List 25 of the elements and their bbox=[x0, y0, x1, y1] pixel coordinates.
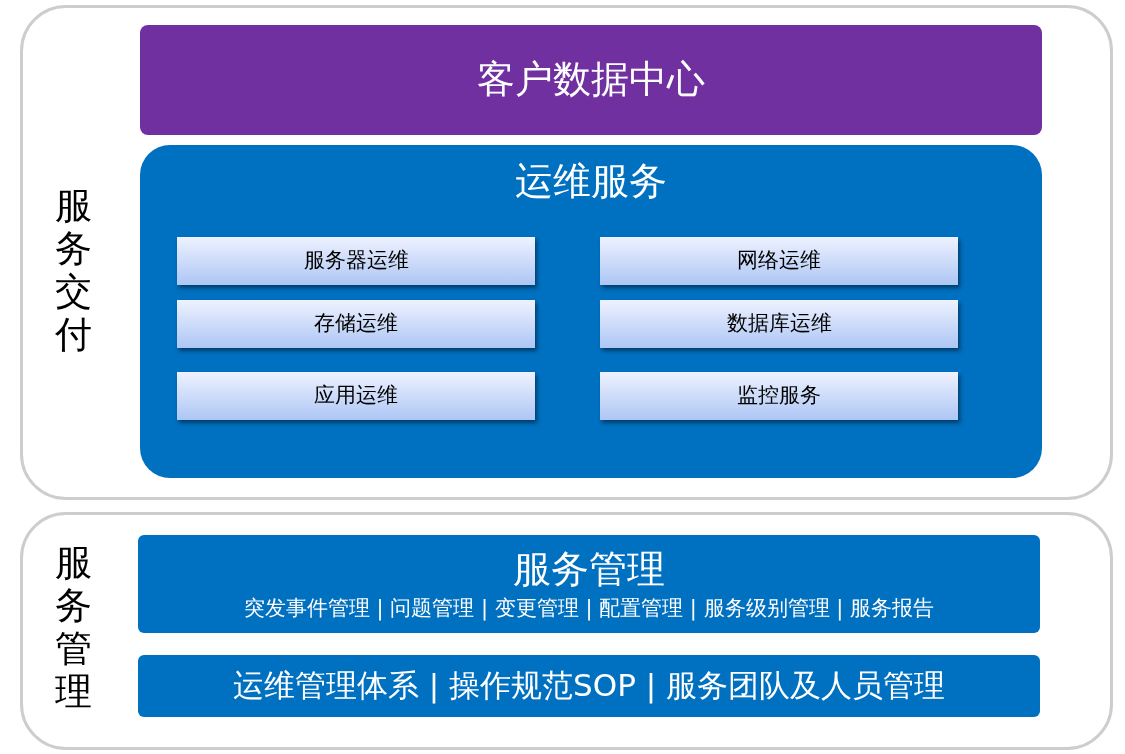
tile-label: 服务器运维 bbox=[303, 248, 409, 274]
service-tile bbox=[600, 237, 958, 285]
service-tile bbox=[600, 372, 958, 420]
tile-label: 监控服务 bbox=[737, 383, 821, 409]
tile-label: 数据库运维 bbox=[726, 311, 832, 337]
banner-title: 客户数据中心 bbox=[477, 57, 705, 103]
process-list-text: 突发事件管理 | 问题管理 | 变更管理 | 配置管理 | 服务级别管理 | 服务报告 bbox=[243, 596, 935, 622]
layer-heading: 服务管理 bbox=[53, 541, 93, 713]
service-tile bbox=[600, 300, 958, 348]
data-center-banner bbox=[140, 25, 1042, 135]
management-panel bbox=[138, 535, 1040, 633]
panel-title: 服务管理 bbox=[513, 546, 665, 593]
service-tile bbox=[177, 300, 535, 348]
layer-frame bbox=[20, 512, 1113, 750]
bar-label: 运维管理体系 | 操作规范SOP | 服务团队及人员管理 bbox=[232, 667, 946, 705]
service-tile bbox=[177, 237, 535, 285]
tile-label: 应用运维 bbox=[314, 383, 398, 409]
tile-label: 存储运维 bbox=[314, 311, 398, 337]
management-bar bbox=[138, 655, 1040, 717]
panel-title: 运维服务 bbox=[515, 159, 667, 205]
tile-label: 网络运维 bbox=[737, 248, 821, 274]
service-panel bbox=[140, 145, 1042, 478]
layer-heading: 服务交付 bbox=[53, 184, 93, 356]
service-tile bbox=[177, 372, 535, 420]
layer-frame bbox=[20, 5, 1113, 500]
